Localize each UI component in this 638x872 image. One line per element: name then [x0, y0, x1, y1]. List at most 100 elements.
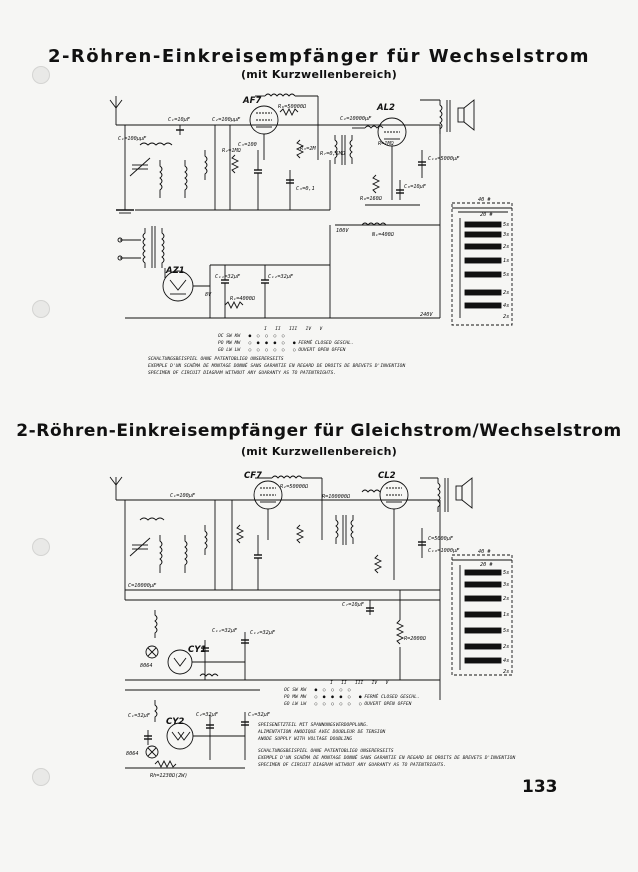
antenna-symbol — [109, 476, 123, 500]
label-v2: 240V — [420, 312, 433, 318]
row-label: GO LW LW — [284, 702, 307, 707]
note-line: Schaltungsbeispiel ohne Patentobligo uns… — [258, 749, 394, 754]
label-c-f2: C₁₂=32μF — [250, 630, 276, 636]
legend-closed: ● FERMÉ CLOSED GESCHL. — [358, 695, 420, 700]
label-barretter-1: 8064 — [140, 663, 153, 669]
col-label: II — [341, 681, 347, 686]
coil-label: 3s — [502, 232, 509, 238]
switch-mark: ○ — [314, 695, 318, 700]
punch-hole-bottom — [32, 768, 50, 786]
switch-mark: ○ — [273, 334, 277, 339]
top-notes: Schaltungsbeispiel ohne Patentobligo uns… — [148, 356, 405, 377]
feedback-coil — [271, 475, 303, 479]
grid-choke — [361, 489, 381, 493]
note-line: Exemple d'un schéma de montage donné san… — [148, 364, 406, 369]
col-label: III — [288, 327, 298, 332]
label-r-h: Rh=1230Ω(2W) — [150, 773, 187, 779]
tube-label-az1: AZ1 — [165, 266, 185, 276]
coil-label: 2s — [503, 314, 509, 320]
switch-mark: ○ — [322, 702, 326, 707]
transformer-secondary — [349, 135, 353, 164]
coil-label: 4s — [503, 658, 509, 664]
page-number: 133 — [522, 777, 558, 797]
label-c-f4: C₂=32μF — [196, 712, 219, 718]
label-c-f2: C₁₂=32μF — [268, 274, 294, 280]
label-barretter-2: 8064 — [126, 751, 139, 757]
note-line: Alimentation anodique avec doubleur de t… — [258, 730, 386, 735]
coil-former-drawing — [451, 202, 513, 326]
tuning-coil-3 — [204, 525, 208, 555]
tube-label-cy2: CY2 — [166, 717, 184, 727]
switch-mark: ○ — [322, 688, 326, 693]
switch-header: I II III IV V — [218, 326, 354, 333]
note-line: Schaltungsbeispiel ohne Patentobligo uns… — [148, 357, 284, 362]
speaker-symbol — [455, 477, 473, 509]
tuning-coil-2 — [184, 535, 188, 573]
tube-label-cy1: CY1 — [188, 645, 206, 655]
bottom-notes: Schaltungsbeispiel ohne Patentobligo uns… — [258, 748, 515, 769]
anode-resistor — [279, 107, 299, 117]
switch-mark: ○ — [265, 334, 268, 339]
switch-mark: ○ — [347, 688, 351, 693]
switch-mark: ● — [314, 688, 318, 693]
output-transformer — [439, 100, 443, 134]
label-c-f5: C₃=32μF — [248, 712, 271, 718]
switch-mark: ○ — [331, 702, 334, 707]
switch-mark: ○ — [248, 341, 252, 346]
switch-row: PO MW MW ○ ● ● ● ○ ● FERMÉ CLOSED GESCHL… — [218, 340, 354, 347]
screen-resistor — [295, 524, 305, 544]
switch-mark: ○ — [256, 348, 260, 353]
supply-filter-coil-1 — [199, 673, 219, 677]
label-c-v: C₂=100μμF — [212, 117, 241, 123]
punch-hole-lower — [32, 538, 50, 556]
switch-mark: ○ — [256, 334, 260, 339]
input-coil — [139, 142, 173, 146]
tube-cf7 — [253, 480, 283, 540]
col-label: III — [354, 681, 364, 686]
coil-label: 4s — [503, 303, 509, 309]
switch-mark: ○ — [281, 341, 285, 346]
dropper-resistor — [395, 619, 405, 645]
label-r-sg: R₃=2M — [300, 146, 316, 152]
switch-mark: ● — [273, 341, 277, 346]
label-c-sg: C₃=0,1 — [296, 186, 315, 192]
screen-resistor — [295, 139, 305, 159]
row-label: GO LW LW — [218, 348, 241, 353]
coil-label: 2s — [503, 244, 509, 250]
switch-mark: ○ — [347, 702, 351, 707]
switch-row: PO MW MW ○ ● ● ● ○ ● FERMÉ CLOSED GESCHL… — [284, 694, 420, 701]
switch-header: I II III IV V — [284, 680, 420, 687]
coil-label: 2s — [503, 290, 509, 296]
switch-mark: ● — [256, 341, 260, 346]
col-label: V — [319, 327, 323, 332]
label-c-f1: C₁₁=32μF — [212, 628, 238, 634]
switch-row: GO LW LW ○ ○ ○ ○ ○ ○ OUVERT OPEN OFFEN — [218, 347, 354, 354]
bottom-component-labels: C₁=100μF C=10000μF R₂=50000Ω R=100000Ω C… — [126, 484, 460, 779]
coil-label: 3s — [502, 582, 509, 588]
label-n-f: N₁=400Ω — [371, 232, 395, 238]
row-label: OC SW KW — [284, 688, 307, 693]
page-subtitle-top: (mit Kurzwellenbereich) — [240, 68, 398, 81]
switch-mark: ○ — [347, 695, 351, 700]
tuning-coil-2 — [184, 160, 188, 198]
cathode-resistor — [373, 554, 383, 574]
switch-mark: ○ — [273, 348, 277, 353]
switch-row: OC SW KW ● ○ ○ ○ ○ — [284, 687, 420, 694]
tube-label-cl2: CL2 — [378, 471, 396, 481]
label-r-n: R₁=4000Ω — [230, 296, 256, 302]
col-label: I — [330, 681, 333, 686]
feedback-coil — [264, 93, 296, 97]
label-c-e: C₇=10μF — [342, 602, 365, 608]
mains-transformer — [117, 226, 165, 268]
tube-al2 — [377, 117, 407, 200]
bottom-schematic — [109, 475, 513, 769]
label-v1: 100V — [336, 228, 349, 234]
switch-mark: ○ — [339, 688, 343, 693]
label-c-e: C₈=10μF — [404, 184, 427, 190]
switch-mark: ○ — [281, 334, 285, 339]
note-line: Specimen of circuit diagram without any … — [148, 371, 337, 376]
coil-label: 2s — [503, 669, 509, 675]
supply-choke-2 — [154, 700, 158, 722]
top-component-labels: C₁=10μF C₂=100μμF C₁=100μμF R₂=1MΩ C₃=10… — [118, 104, 460, 318]
